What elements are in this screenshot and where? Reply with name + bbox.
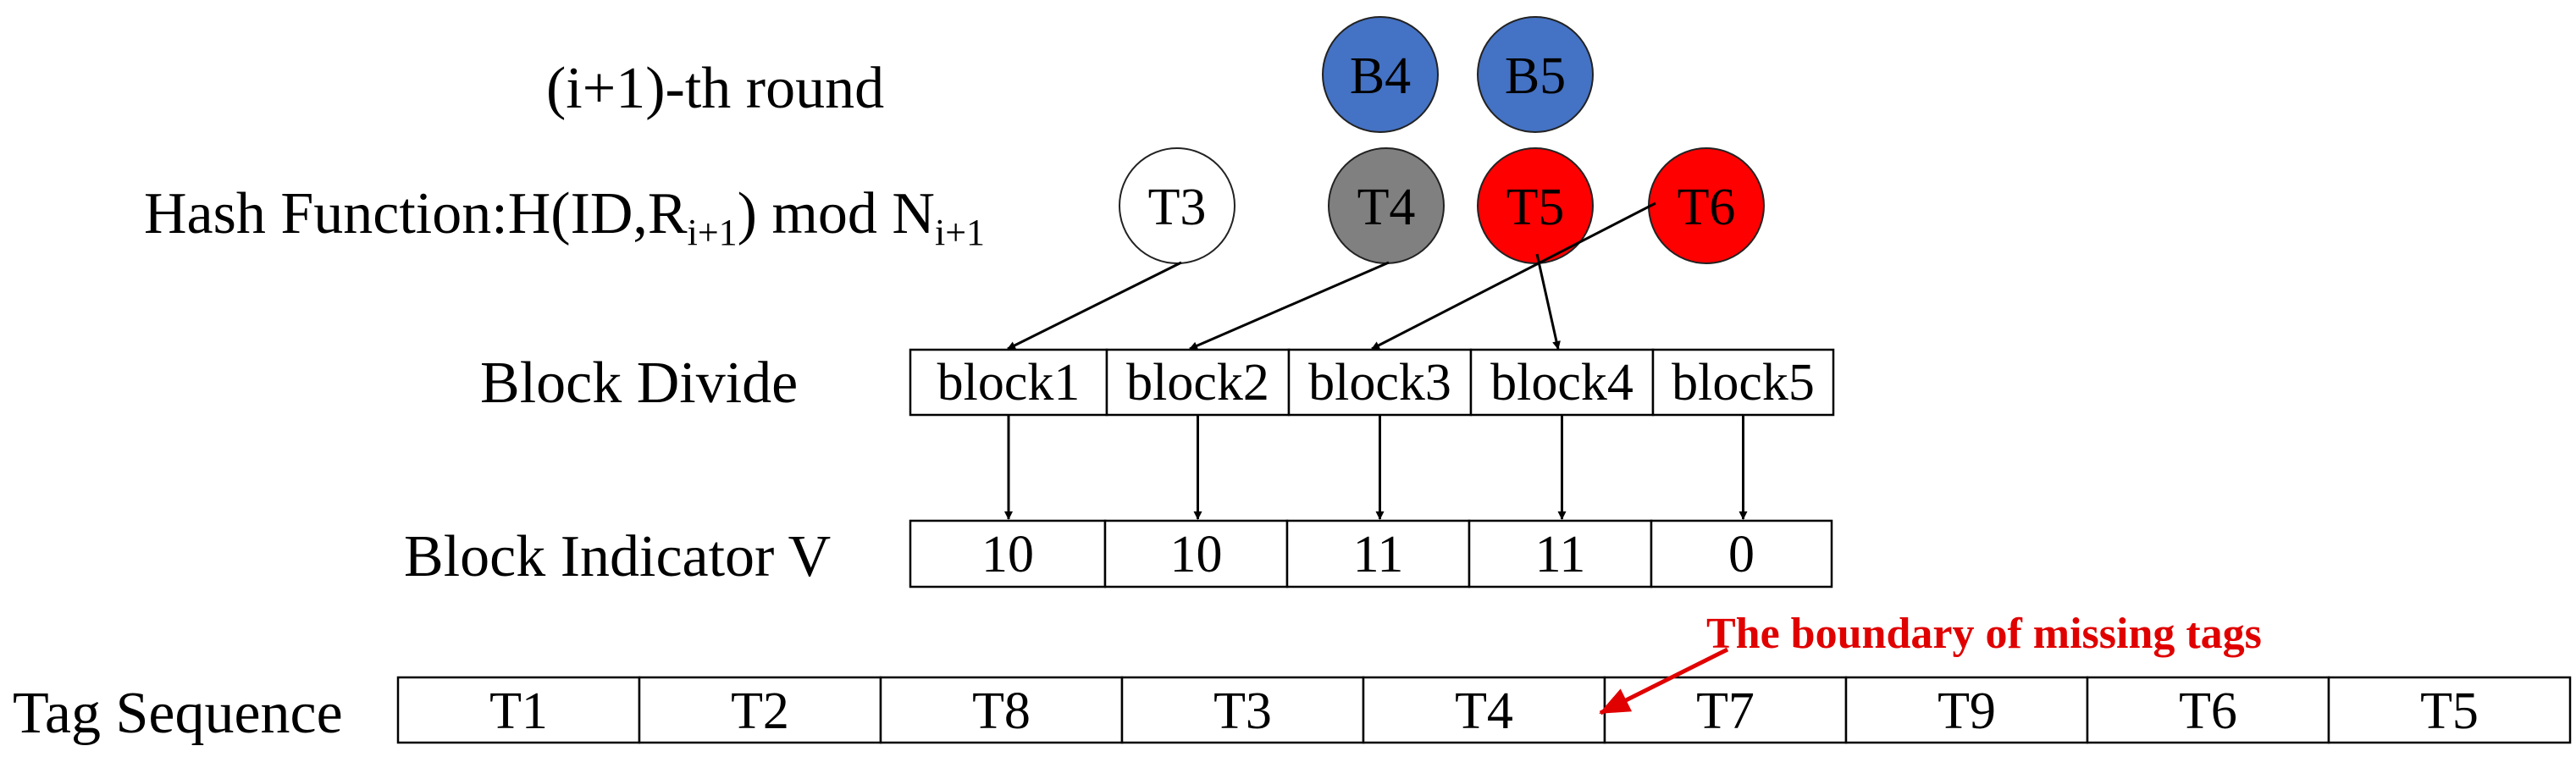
hash-arrow-group bbox=[1007, 202, 1656, 351]
tag-seq-cell-t5 bbox=[2327, 676, 2572, 744]
hash-function-label: Hash Function:H(ID,Ri+1) mod Ni+1 bbox=[144, 181, 985, 253]
tag-seq-label-t3: T3 bbox=[1213, 682, 1272, 740]
round-label: (i+1)-th round bbox=[546, 56, 884, 121]
indicator-cell-3 bbox=[1285, 519, 1471, 588]
tag-seq-label-t1: T1 bbox=[489, 682, 548, 740]
hash-label-sub2: i+1 bbox=[935, 212, 985, 253]
arrow-t6-to-block3 bbox=[1371, 202, 1656, 351]
tag-seq-label-t8: T8 bbox=[972, 682, 1031, 740]
tag-seq-label-t6: T6 bbox=[2179, 682, 2237, 740]
tag-seq-cell-t6 bbox=[2086, 676, 2330, 744]
t-circle-group: T3 T4 T5 T6 bbox=[1119, 147, 1765, 264]
indicator-cell-4 bbox=[1468, 519, 1653, 588]
tag-seq-label-t2: T2 bbox=[731, 682, 789, 740]
b-circle-group: B4 B5 bbox=[1322, 16, 1594, 133]
hash-label-sub1: i+1 bbox=[688, 212, 738, 253]
tag-seq-cell-t9 bbox=[1844, 676, 2089, 744]
circle-label-t6: T6 bbox=[1678, 179, 1736, 236]
arrow-t3-to-block1 bbox=[1007, 261, 1182, 351]
circle-b4 bbox=[1322, 16, 1439, 133]
hash-label-prefix: Hash Function:H(ID,R bbox=[144, 181, 688, 246]
circle-label-t3: T3 bbox=[1148, 179, 1207, 236]
circle-label-t5: T5 bbox=[1506, 179, 1565, 236]
tag-seq-cell-t3 bbox=[1120, 676, 1365, 744]
block-cell-block4 bbox=[1469, 348, 1655, 417]
circle-b5 bbox=[1477, 16, 1594, 133]
circle-label-b5: B5 bbox=[1505, 47, 1566, 105]
tag-seq-cell-t4 bbox=[1362, 676, 1606, 744]
tag-seq-cell-t8 bbox=[879, 676, 1124, 744]
tag-sequence-row: T1 T2 T8 T3 T4 T7 T9 T6 T5 bbox=[396, 676, 2572, 744]
indicator-value-3: 11 bbox=[1353, 526, 1404, 583]
tag-seq-label-t9: T9 bbox=[1938, 682, 1996, 740]
arrow-t5-to-block4 bbox=[1535, 253, 1561, 350]
block-cell-block3 bbox=[1287, 348, 1473, 417]
block-label-block4: block4 bbox=[1490, 354, 1633, 412]
boundary-arrow bbox=[1599, 647, 1729, 716]
circle-label-b4: B4 bbox=[1350, 47, 1411, 105]
arrow-t4-to-block2 bbox=[1189, 261, 1390, 351]
indicator-row: 10 10 11 11 0 bbox=[909, 519, 1833, 588]
boundary-note: The boundary of missing tags bbox=[1706, 610, 2262, 658]
indicator-cell-2 bbox=[1103, 519, 1289, 588]
indicator-value-2: 10 bbox=[1170, 526, 1223, 583]
block-cell-block5 bbox=[1651, 348, 1835, 417]
indicator-value-4: 11 bbox=[1535, 526, 1586, 583]
block-label-block3: block3 bbox=[1308, 354, 1451, 412]
tag-seq-label-t5: T5 bbox=[2420, 682, 2479, 740]
block-to-indicator-arrows bbox=[1004, 415, 1748, 520]
hash-label-mid: ) mod N bbox=[738, 181, 935, 246]
circle-label-t4: T4 bbox=[1357, 179, 1416, 236]
circle-t5 bbox=[1477, 147, 1594, 264]
block-label-block1: block1 bbox=[937, 354, 1081, 412]
tag-seq-label-t4: T4 bbox=[1455, 682, 1513, 740]
tag-sequence-label: Tag Sequence bbox=[13, 681, 343, 746]
indicator-value-1: 10 bbox=[981, 526, 1034, 583]
indicator-cell-5 bbox=[1650, 519, 1833, 588]
tag-seq-cell-t2 bbox=[638, 676, 882, 744]
block-label-block5: block5 bbox=[1672, 354, 1815, 412]
tag-seq-cell-t1 bbox=[396, 676, 641, 744]
block-label-block2: block2 bbox=[1126, 354, 1269, 412]
tag-seq-label-t7: T7 bbox=[1696, 682, 1755, 740]
block-indicator-label: Block Indicator V bbox=[404, 524, 831, 589]
block-row: block1 block2 block3 block4 block5 bbox=[909, 348, 1835, 417]
indicator-value-5: 0 bbox=[1728, 526, 1755, 583]
block-divide-label: Block Divide bbox=[480, 351, 798, 416]
